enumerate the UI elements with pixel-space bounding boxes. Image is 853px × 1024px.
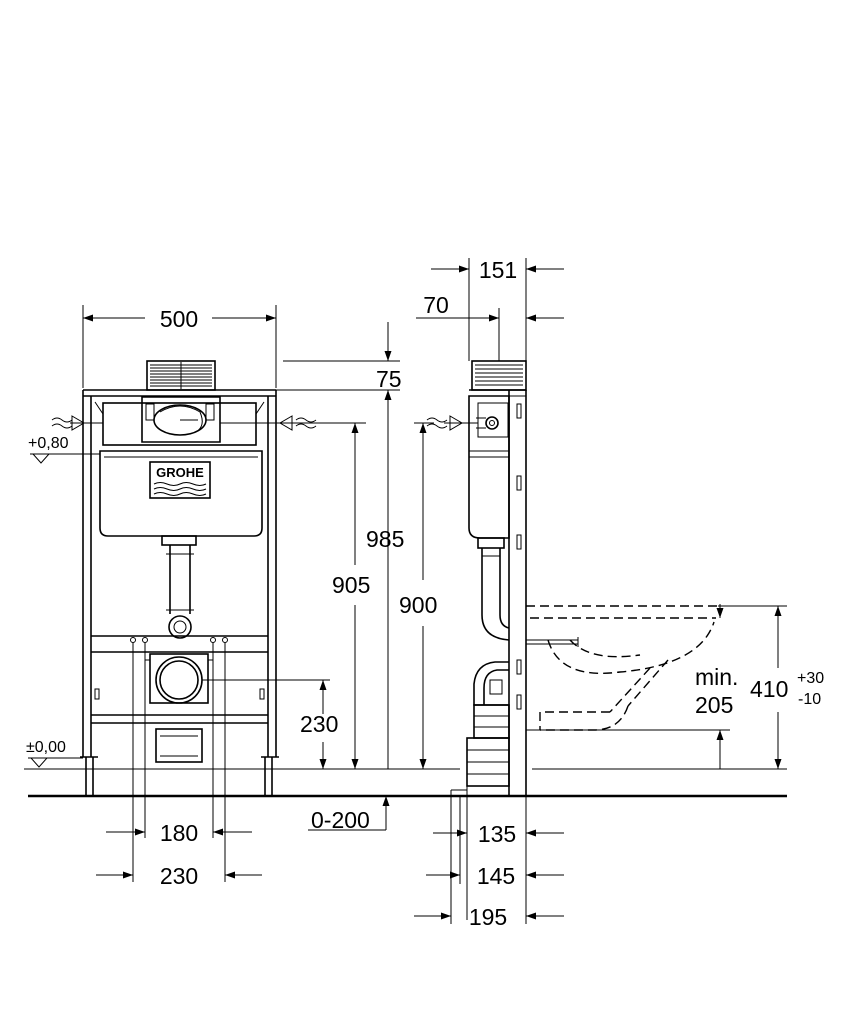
dimension-75: 75 [225,322,402,769]
svg-text:905: 905 [332,572,370,598]
side-waste-bend [466,661,510,787]
svg-text:195: 195 [469,904,507,930]
svg-text:+30: +30 [797,670,824,687]
level-mark-floor: ±0,00 [26,739,83,768]
svg-text:900: 900 [399,592,437,618]
waste-bend [155,728,203,763]
mounting-bolts [130,637,228,825]
svg-text:230: 230 [300,711,338,737]
dimension-410: 410 +30 -10 [718,605,824,769]
svg-text:+0,80: +0,80 [28,435,69,452]
svg-text:±0,00: ±0,00 [26,739,66,756]
dimension-500: 500 [82,305,277,388]
dimension-min-205: min. 205 [695,604,738,769]
svg-text:0-200: 0-200 [311,807,370,833]
dimension-195: 195 [414,789,564,930]
svg-text:135: 135 [478,821,516,847]
side-cistern [468,395,510,539]
dimension-230-height: 230 [202,679,338,769]
flush-plate-grille [146,360,216,391]
svg-text:205: 205 [695,692,733,718]
dimension-905: 905 [220,422,370,769]
svg-text:70: 70 [423,292,449,318]
svg-text:min.: min. [695,664,738,690]
svg-text:-10: -10 [798,691,821,708]
dimension-135: 135 [433,786,564,924]
side-grille [471,360,527,391]
side-view: 151 70 410 900 min. 205 [399,257,824,930]
dimension-180: 180 [106,660,252,846]
svg-text:151: 151 [479,257,517,283]
dimension-70: 70 [416,292,564,361]
dimension-985: 985 [366,526,404,552]
svg-text:75: 75 [376,366,402,392]
svg-text:500: 500 [160,306,198,332]
waste-outlet [145,653,213,704]
water-supply-side [426,415,478,431]
svg-text:410: 410 [750,676,788,702]
water-supply-left [51,415,103,431]
front-view: GROHE [26,305,404,889]
dimension-0-200: 0-200 [308,796,390,833]
flush-pipe [161,535,197,639]
side-flush-pipe [477,537,510,641]
cistern: GROHE [99,450,263,537]
dimension-151: 151 [431,257,564,361]
svg-text:180: 180 [160,820,198,846]
mounting-frame [80,389,279,796]
wc-pan [526,605,730,731]
dimension-145: 145 [426,796,564,889]
svg-text:145: 145 [477,863,515,889]
svg-text:230: 230 [160,863,198,889]
dimension-230-width: 230 [96,825,262,889]
inspection-opening [102,396,257,446]
brand-logo: GROHE [156,465,204,480]
dimension-900: 410 900 [399,422,437,769]
level-mark-upper: +0,80 [28,435,100,464]
